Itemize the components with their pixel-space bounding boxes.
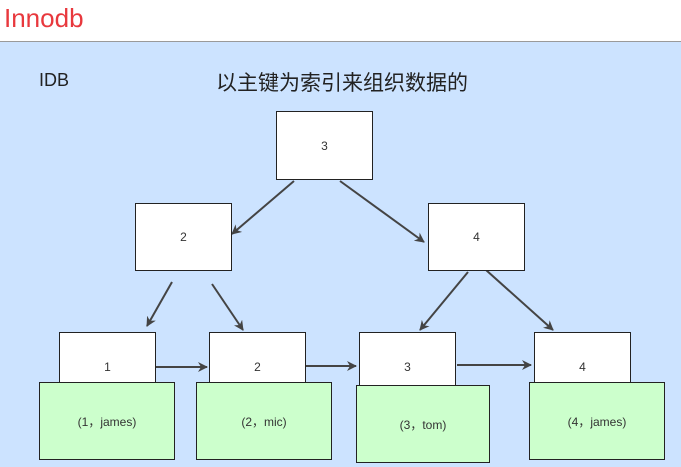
row-data-1: (1，james) [39, 382, 175, 460]
title-bar: Innodb [0, 0, 681, 42]
edge-right-to-leaf4 [485, 269, 554, 331]
edge-left-to-leaf1 [146, 281, 173, 327]
row-data-4: (4，james) [529, 382, 665, 460]
divider [0, 41, 681, 42]
diagram-heading: 以主键为索引来组织数据的 [216, 71, 468, 95]
edge-right-to-leaf3 [419, 271, 469, 331]
edge-root-to-right [339, 180, 425, 243]
engine-label: IDB [39, 70, 70, 90]
root-node: 3 [276, 111, 373, 180]
row-data-3: (3，tom) [356, 385, 490, 463]
edge-left-to-leaf2 [211, 283, 244, 331]
internal-node-left: 2 [135, 203, 232, 271]
internal-node-right: 4 [428, 203, 525, 271]
page-title: Innodb [4, 3, 84, 33]
edge-root-to-left [231, 180, 295, 235]
row-data-2: (2，mic) [196, 382, 332, 460]
